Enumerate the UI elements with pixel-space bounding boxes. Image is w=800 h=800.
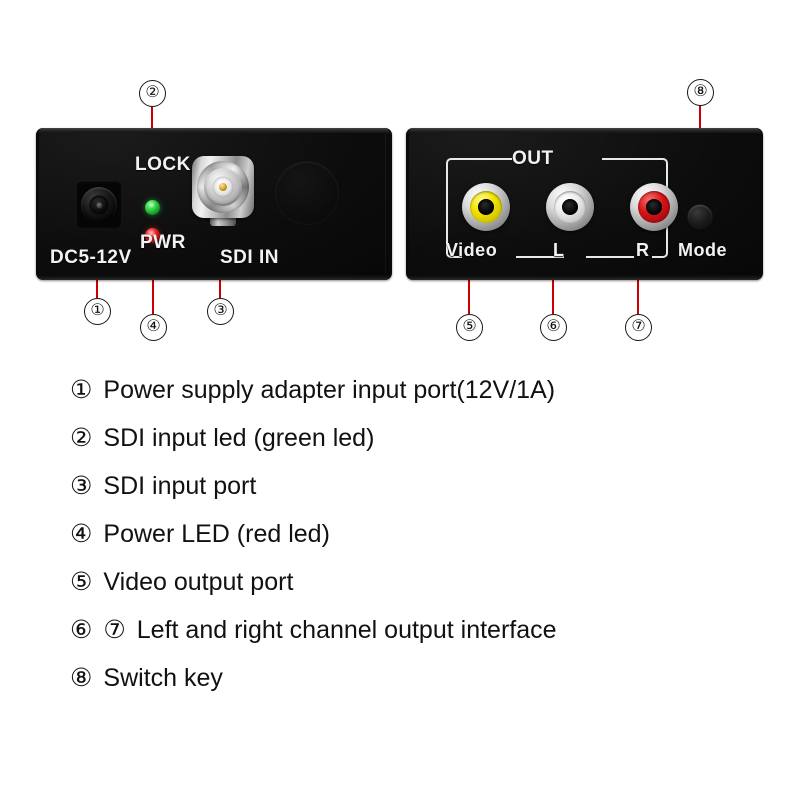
legend-marker: ⑧: [70, 664, 95, 692]
legend-description: SDI input led (green led): [103, 424, 375, 452]
blank-knockout-circle: [276, 162, 338, 224]
power-jack-hole: [89, 195, 109, 215]
legend-item: ① Power supply adapter input port(12V/1A…: [70, 375, 770, 423]
callout-8: ⑧: [687, 79, 714, 106]
legend-list: ① Power supply adapter input port(12V/1A…: [70, 375, 770, 711]
label-left-channel: L: [553, 240, 565, 260]
label-mode: Mode: [678, 240, 727, 260]
legend-description: Power LED (red led): [103, 520, 330, 548]
label-sdi-in: SDI IN: [220, 247, 279, 268]
right-channel-jack[interactable]: [630, 183, 678, 231]
label-dc-input: DC5-12V: [50, 247, 132, 268]
label-lock: LOCK: [135, 154, 191, 175]
left-jack-hole: [562, 199, 578, 215]
label-right-channel: R: [636, 240, 650, 260]
label-pwr: PWR: [140, 232, 186, 253]
bnc-center-pin: [219, 183, 227, 191]
left-channel-jack[interactable]: [546, 183, 594, 231]
legend-item: ② SDI input led (green led): [70, 423, 770, 471]
mode-button[interactable]: [688, 205, 712, 229]
power-jack-barrel: [81, 187, 117, 223]
panel-left-seam: [385, 134, 386, 274]
callout-5: ⑤: [456, 314, 483, 341]
callout-1: ①: [84, 298, 111, 325]
callout-4: ④: [140, 314, 167, 341]
legend-marker: ②: [70, 424, 95, 452]
legend-marker: ③: [70, 472, 95, 500]
legend-description: Video output port: [103, 568, 294, 596]
sdi-input-panel: LOCK PWR DC5-12V SDI IN: [36, 128, 392, 280]
power-input-jack[interactable]: [76, 181, 122, 229]
av-output-panel: OUT Video L R Mode: [406, 128, 763, 280]
product-diagram: LOCK PWR DC5-12V SDI IN: [0, 0, 800, 360]
legend-marker: ④: [70, 520, 95, 548]
legend-item: ③ SDI input port: [70, 471, 770, 519]
legend-description: Left and right channel output interface: [136, 616, 557, 644]
legend-marker: ⑤: [70, 568, 95, 596]
callout-3: ③: [207, 298, 234, 325]
power-jack-pin: [96, 202, 102, 208]
power-led: [145, 228, 160, 243]
legend-description: Power supply adapter input port(12V/1A): [103, 376, 556, 404]
legend-item: ⑤ Video output port: [70, 567, 770, 615]
legend-marker: ⑥ ⑦: [70, 616, 128, 644]
bnc-shell: [192, 156, 254, 218]
legend-item: ⑥ ⑦ Left and right channel output interf…: [70, 615, 770, 663]
legend-description: SDI input port: [103, 472, 257, 500]
label-out: OUT: [512, 148, 554, 169]
leader-line-4: [152, 248, 154, 314]
lock-led: [145, 200, 160, 215]
label-video: Video: [446, 240, 498, 260]
legend-description: Switch key: [103, 664, 223, 692]
legend-item: ④ Power LED (red led): [70, 519, 770, 567]
callout-7: ⑦: [625, 314, 652, 341]
callout-6: ⑥: [540, 314, 567, 341]
video-output-jack[interactable]: [462, 183, 510, 231]
callout-2: ②: [139, 80, 166, 107]
legend-item: ⑧ Switch key: [70, 663, 770, 711]
legend-marker: ①: [70, 376, 95, 404]
sdi-input-connector[interactable]: [192, 152, 254, 226]
right-jack-hole: [646, 199, 662, 215]
video-jack-hole: [478, 199, 494, 215]
